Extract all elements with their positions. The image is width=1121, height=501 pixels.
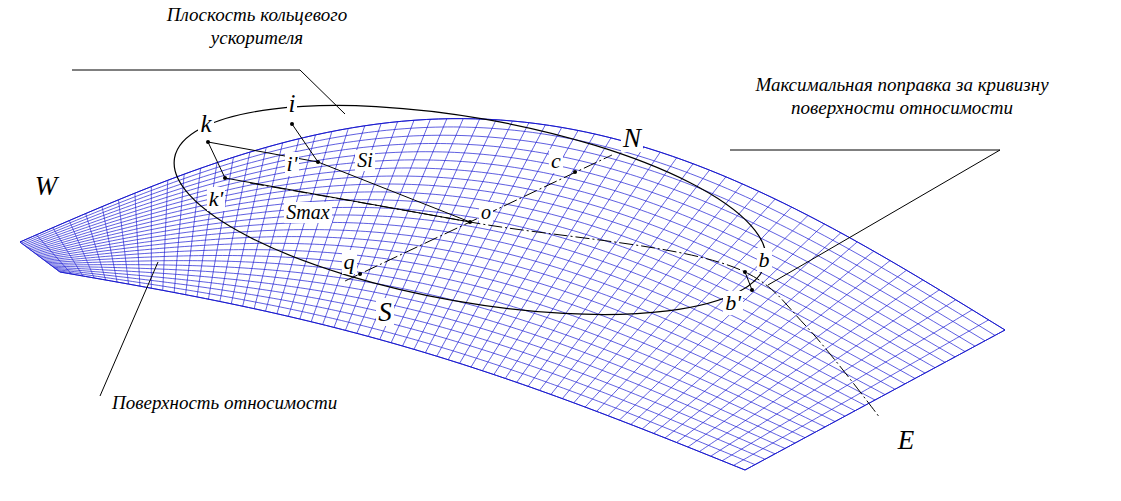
point-dot (206, 140, 210, 144)
surface-mesh (20, 119, 1005, 470)
leader-line (100, 262, 158, 396)
mesh-line (20, 119, 1005, 330)
point-label: k' (207, 187, 225, 210)
points (206, 122, 754, 292)
callout-text: Плоскость кольцевого ускорителя (150, 4, 364, 50)
point-label: i (287, 91, 298, 117)
mesh-line (38, 215, 885, 395)
callout-underline (730, 150, 1000, 151)
mesh-line (22, 127, 995, 335)
point-dot (468, 220, 472, 224)
point-dot (316, 160, 320, 164)
point-dot (290, 122, 294, 126)
mesh-line (48, 255, 825, 426)
chord-line (208, 142, 318, 162)
direction-label: N (621, 124, 643, 152)
point-dot (358, 272, 362, 276)
distance-label: Si (355, 150, 375, 171)
callout-text: Поверхность относимости (112, 392, 337, 415)
projection-line (208, 142, 225, 178)
direction-label: E (896, 426, 917, 454)
point-dot (573, 170, 577, 174)
axis-lines (250, 155, 880, 418)
mesh-line (60, 272, 745, 470)
construction-lines (72, 70, 1000, 396)
mesh-line (42, 230, 865, 406)
point-label: q (342, 250, 357, 273)
mesh-line (57, 270, 765, 460)
point-dot (743, 270, 747, 274)
leader-line (768, 150, 1000, 285)
point-label: o (479, 202, 493, 223)
callout-underline (72, 70, 300, 71)
surface-fill (20, 119, 1005, 470)
direction-label: W (33, 172, 60, 200)
callout-text: Максимальная поправка за кривизну поверх… (722, 74, 1082, 120)
point-dot (223, 176, 227, 180)
distance-line (318, 162, 470, 222)
mesh-line (55, 269, 775, 454)
point-label: b' (723, 291, 743, 314)
mesh-line (43, 237, 855, 411)
point-label: k (198, 111, 213, 137)
mesh-line (58, 271, 755, 465)
axis-line (345, 155, 612, 281)
distance-label: Smax (284, 202, 331, 223)
axis-line (250, 183, 880, 418)
mesh-line (52, 266, 795, 443)
mesh-line (28, 160, 955, 357)
mesh-line (25, 143, 975, 346)
point-label: i' (285, 152, 300, 175)
ring-ellipse (159, 67, 782, 352)
point-label: b (757, 248, 772, 271)
direction-label: S (376, 298, 394, 326)
leader-line (300, 70, 345, 114)
point-label: c (549, 149, 563, 172)
mesh-line (26, 152, 965, 352)
mesh-line (46, 250, 835, 422)
point-dot (750, 288, 754, 292)
